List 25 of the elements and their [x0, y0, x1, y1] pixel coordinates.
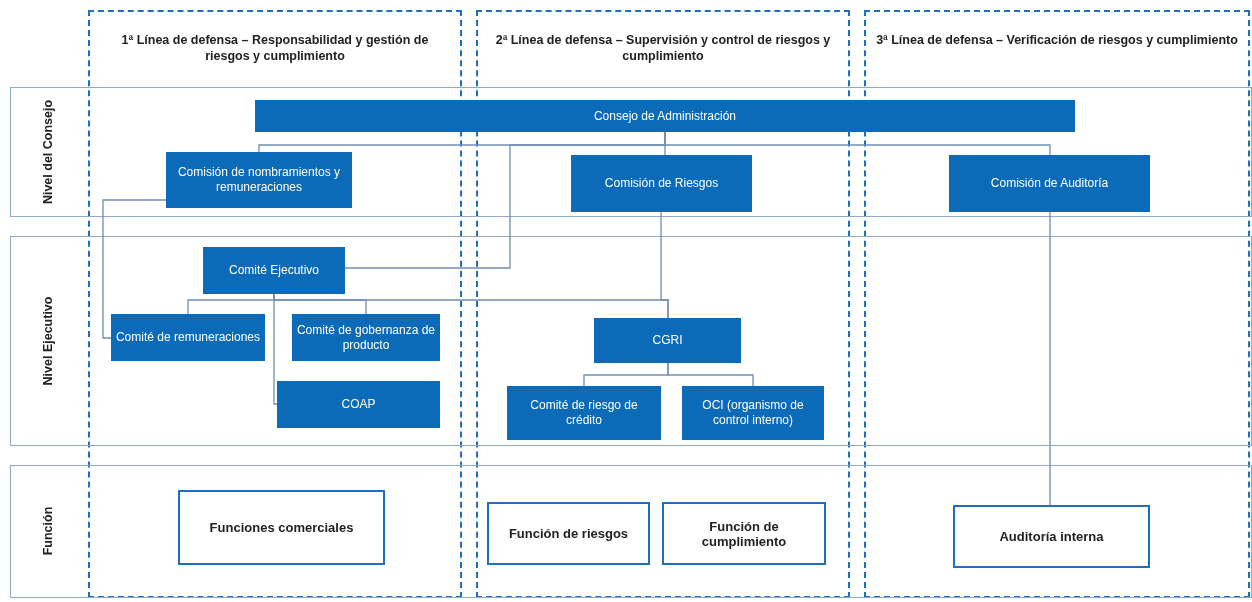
column-heading: 1ª Línea de defensa – Responsabilidad y gestión de riesgos y cumplimiento	[120, 32, 430, 64]
committee-box: Consejo de Administración	[255, 100, 1075, 132]
connector-line	[667, 362, 754, 387]
connector-line	[102, 199, 167, 339]
committee-box: COAP	[277, 381, 440, 428]
function-box: Función de riesgos	[487, 502, 650, 565]
committee-box: Comité de remuneraciones	[111, 314, 265, 361]
committee-box: Comité de riesgo de crédito	[507, 386, 661, 440]
committee-box: Comisión de nombramientos y remuneraciones	[166, 152, 352, 208]
committee-box: OCI (organismo de control interno)	[682, 386, 824, 440]
committee-box: Comisión de Riesgos	[571, 155, 752, 212]
committee-box: CGRI	[594, 318, 741, 363]
committee-box: Comité de gobernanza de producto	[292, 314, 440, 361]
column-heading: 3ª Línea de defensa – Verificación de riesgos y cumplimiento	[875, 32, 1239, 48]
committee-box: Comité Ejecutivo	[203, 247, 345, 294]
row-label: Nivel del Consejo	[41, 99, 55, 205]
function-box: Auditoría interna	[953, 505, 1150, 568]
committee-box: Comisión de Auditoría	[949, 155, 1150, 212]
function-box: Funciones comerciales	[178, 490, 385, 565]
column-heading: 2ª Línea de defensa – Supervisión y control de riesgos y cumplimiento	[494, 32, 832, 64]
row-label: Nivel Ejecutivo	[41, 296, 55, 386]
row-label: Función	[41, 506, 55, 556]
connector-line	[660, 211, 669, 319]
function-box: Función de cumplimiento	[662, 502, 826, 565]
connector-line	[1049, 211, 1051, 506]
